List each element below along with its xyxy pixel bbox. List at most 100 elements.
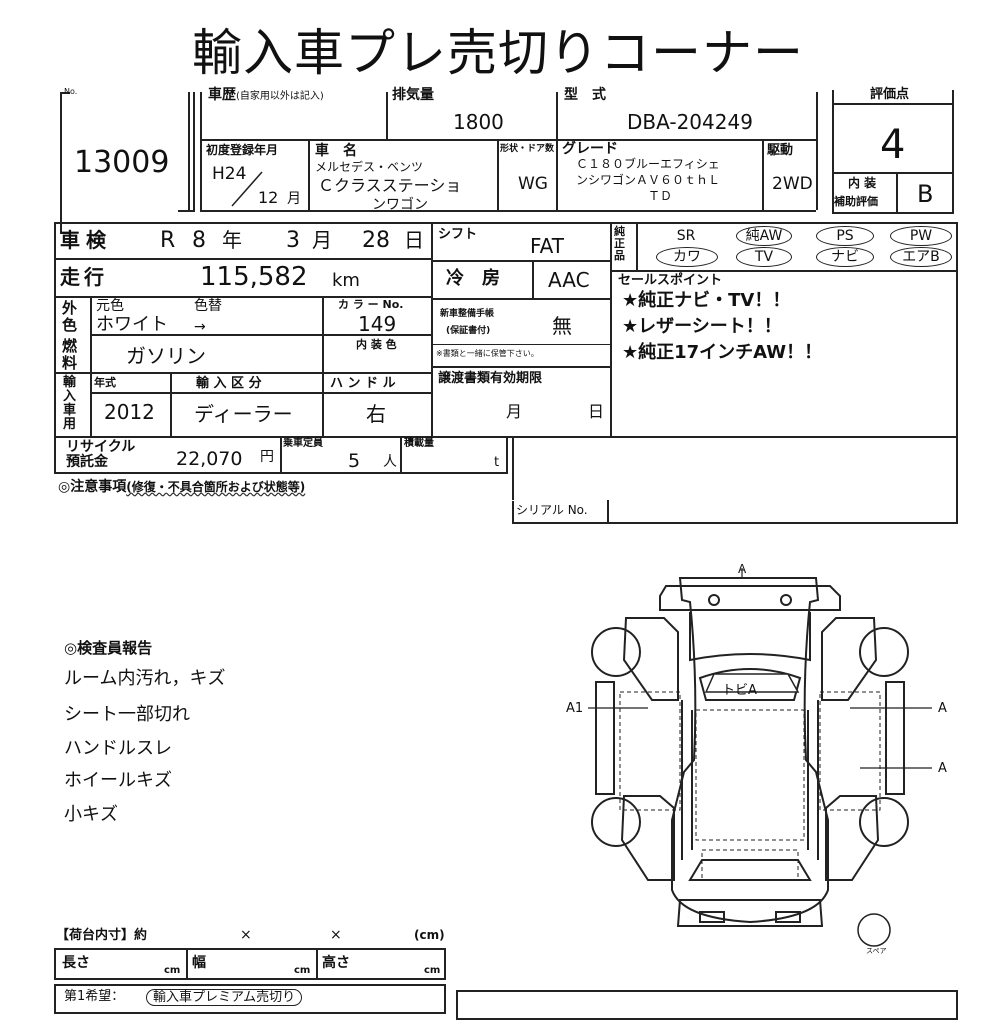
registration-month-unit: 月 [287, 191, 301, 207]
cargo-length-label: 長さ [62, 955, 90, 971]
inspection-day: 28 [362, 228, 390, 253]
model-value: DBA-204249 [627, 110, 753, 134]
color-value: ホワイト [96, 314, 168, 335]
cargo-label: 【荷台内寸】約 [56, 928, 148, 943]
car-diagram [588, 568, 932, 947]
car-maker: メルセデス・ベンツ [315, 160, 424, 174]
aircon-value: AAC [548, 268, 590, 292]
inspection-era: R [160, 228, 176, 253]
genuine-option-leather: カワ [656, 247, 718, 267]
genuine-option-tv: TV [736, 247, 792, 267]
inspection-year: 8 [192, 228, 206, 253]
history-label: 車歴(自家用以外は記入) [208, 88, 324, 102]
drive-value: 2WD [772, 174, 813, 194]
score-label: 評価点 [870, 87, 910, 102]
fuel-value: ガソリン [126, 344, 206, 368]
capacity-value: 5 [348, 450, 361, 472]
grade-line-2: ンシワゴンＡＶ６０ｔｈＬ [576, 173, 721, 187]
color-change-label: 色替 [194, 298, 222, 314]
recycle-unit: 円 [260, 449, 274, 465]
diagram-roof-mark: トビA [722, 683, 757, 698]
diagram-right-mark-1: A [938, 701, 947, 716]
history-note: (自家用以外は記入) [236, 91, 324, 102]
score-box [832, 90, 954, 214]
lower-right-box [456, 990, 958, 1020]
sales-points-label: セールスポイント [618, 273, 723, 288]
interior-color-label: 内 装 色 [356, 338, 397, 351]
import-handle-label: ハ ン ド ル [330, 376, 396, 391]
body-type-value: WG [518, 174, 548, 194]
recycle-value: 22,070 [176, 448, 243, 470]
score-value: 4 [880, 122, 906, 168]
registration-era: H24 [212, 164, 247, 184]
aircon-label: 冷 房 [446, 268, 500, 289]
recycle-label-1: リサイクル [66, 439, 136, 455]
lot-no-label: No. [64, 87, 78, 96]
inspector-item-5: 小キズ [64, 804, 118, 825]
preference-label: 第1希望： [64, 989, 125, 1004]
notes-label-text: ◎注意事項 [58, 479, 127, 495]
mileage-value: 115,582 [200, 262, 308, 292]
inspection-day-unit: 日 [404, 228, 424, 252]
interior-score-value: B [917, 180, 934, 208]
transfer-label: 譲渡書類有効期限 [438, 371, 543, 386]
displacement-label: 排気量 [392, 87, 434, 103]
grade-line-3: ＴＤ [648, 189, 673, 203]
genuine-option-navi: ナビ [816, 247, 874, 267]
maintenance-value: 無 [552, 314, 572, 338]
transfer-day-unit: 日 [588, 402, 605, 421]
genuine-option-aw: 純AW [736, 226, 792, 246]
cargo-x-2: × [330, 927, 342, 943]
import-kind-label: 輸 入 区 分 [196, 376, 262, 391]
load-label: 積載量 [404, 438, 434, 449]
color-code: 149 [358, 312, 397, 336]
import-year: 2012 [104, 400, 155, 424]
maintenance-note: ※書類と一緒に保管下さい。 [436, 349, 539, 358]
model-label: 型 式 [564, 87, 606, 103]
grade-line-1: Ｃ１８０ブルーエフィシェ [576, 157, 720, 171]
color-side-label: 外色 [62, 299, 78, 334]
cargo-height-unit: cm [424, 965, 441, 976]
inspection-month-unit: 月 [312, 228, 332, 252]
inspector-label: ◎検査員報告 [64, 639, 153, 657]
color-code-label: カ ラ ー No. [338, 298, 404, 311]
sales-point-3: ★純正17インチAW！！ [622, 342, 823, 363]
cargo-table [54, 948, 446, 980]
capacity-unit: 人 [383, 454, 397, 470]
car-name-line-2: ンワゴン [372, 197, 428, 213]
inspection-month: 3 [286, 228, 300, 253]
inspector-item-1: ルーム内汚れ，キズ [64, 668, 226, 689]
lot-number: 13009 [74, 145, 170, 180]
registration-month: 12 [258, 188, 279, 207]
interior-score-label-2: 補助評価 [834, 195, 878, 208]
drive-label: 駆動 [767, 143, 794, 158]
registration-label: 初度登録年月 [206, 143, 279, 157]
notes-sub: (修復・不具合箇所および状態等) [126, 480, 306, 494]
genuine-label: 純正品 [614, 225, 625, 262]
maintenance-label-2: (保証書付) [446, 326, 491, 336]
car-name-label: 車 名 [315, 143, 357, 159]
cargo-x-1: × [240, 927, 252, 943]
displacement-value: 1800 [453, 110, 504, 134]
import-year-label: 年式 [94, 376, 116, 389]
inspector-item-4: ホイールキズ [64, 770, 172, 791]
body-type-label: 形状・ドア数 [500, 144, 555, 154]
inspection-label: 車検 [60, 228, 112, 252]
shift-value: FAT [530, 234, 565, 258]
inspector-item-3: ハンドルスレ [64, 738, 172, 759]
cargo-unit: (cm) [414, 928, 445, 942]
notes-label: ◎注意事項(修復・不具合箇所および状態等) [58, 480, 305, 494]
cargo-width-unit: cm [294, 965, 311, 976]
cargo-length-unit: cm [164, 965, 181, 976]
import-side-label: 輸入車用 [63, 375, 77, 432]
import-handle: 右 [366, 402, 386, 426]
preference-value: 輸入車プレミアム売切り [146, 989, 303, 1006]
shift-label: シフト [438, 227, 478, 242]
cargo-width-label: 幅 [192, 955, 206, 971]
registration-slash [228, 168, 268, 208]
spare-label: スペア [866, 947, 887, 955]
genuine-option-pw: PW [890, 226, 952, 246]
serial-label: シリアル No. [516, 503, 588, 517]
page-title: 輸入車プレ売切りコーナー [192, 24, 804, 82]
recycle-label-2: 預託金 [66, 454, 108, 470]
